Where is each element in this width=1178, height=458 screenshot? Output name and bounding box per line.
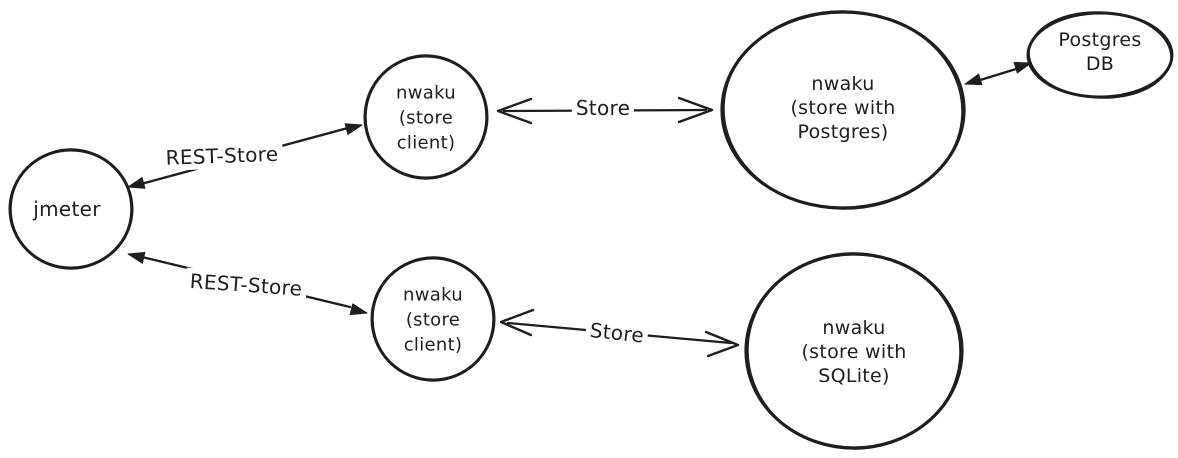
nwaku-store-client-bottom-node bbox=[370, 256, 496, 382]
postgres-link-arrow-line bbox=[975, 67, 1018, 83]
node-label-line: Postgres bbox=[1058, 29, 1142, 51]
arrowhead-solid-icon bbox=[1013, 62, 1032, 74]
nwaku-store-client-top-label: nwaku (store client) bbox=[396, 81, 456, 156]
nwaku-store-with-postgres-node bbox=[720, 10, 966, 210]
nwaku-store-with-sqlite-node bbox=[744, 252, 964, 450]
arrowhead-solid-icon bbox=[127, 177, 146, 189]
node-label-line: nwaku bbox=[822, 317, 886, 339]
node-label-line: nwaku bbox=[811, 73, 875, 95]
postgres-link-arrow bbox=[964, 62, 1032, 86]
node-label-line: DB bbox=[1085, 53, 1115, 75]
node-label-line: client) bbox=[403, 334, 463, 356]
nwaku-store-client-bottom-label: nwaku (store client) bbox=[403, 283, 463, 358]
node-label-line: (store bbox=[398, 107, 454, 129]
arrowhead-solid-icon bbox=[127, 252, 146, 264]
arrowhead-open-icon bbox=[496, 97, 533, 125]
jmeter-node-label: jmeter bbox=[33, 196, 101, 222]
rest-store-top-edge-label: REST-Store bbox=[161, 140, 283, 172]
arrowhead-solid-icon bbox=[964, 73, 983, 86]
node-label-line: Postgres) bbox=[797, 121, 889, 143]
jmeter-label-line: jmeter bbox=[33, 196, 101, 221]
arrowhead-solid-icon bbox=[344, 123, 363, 135]
nwaku-store-with-sqlite-label: nwaku (store with SQLite) bbox=[801, 316, 906, 388]
arrowhead-open-icon bbox=[677, 96, 714, 124]
jmeter-node bbox=[8, 148, 134, 270]
node-label-line: client) bbox=[396, 132, 456, 154]
arrowhead-solid-icon bbox=[349, 303, 368, 316]
postgres-db-node bbox=[1026, 11, 1174, 99]
store-top-edge-label: Store bbox=[571, 94, 635, 122]
postgres-db-label: Postgres DB bbox=[1058, 28, 1141, 76]
node-label-line: (store with bbox=[790, 97, 896, 119]
node-label-line: (store bbox=[405, 309, 461, 331]
node-label-line: nwaku bbox=[396, 82, 456, 104]
arrowhead-open-icon bbox=[704, 330, 740, 358]
node-label-line: (store with bbox=[801, 341, 907, 363]
node-label-line: nwaku bbox=[403, 284, 463, 306]
nwaku-store-client-top-node bbox=[363, 54, 489, 180]
node-label-line: SQLite) bbox=[818, 365, 890, 387]
nwaku-store-with-postgres-label: nwaku (store with Postgres) bbox=[790, 72, 895, 144]
arrowhead-open-icon bbox=[499, 308, 535, 337]
